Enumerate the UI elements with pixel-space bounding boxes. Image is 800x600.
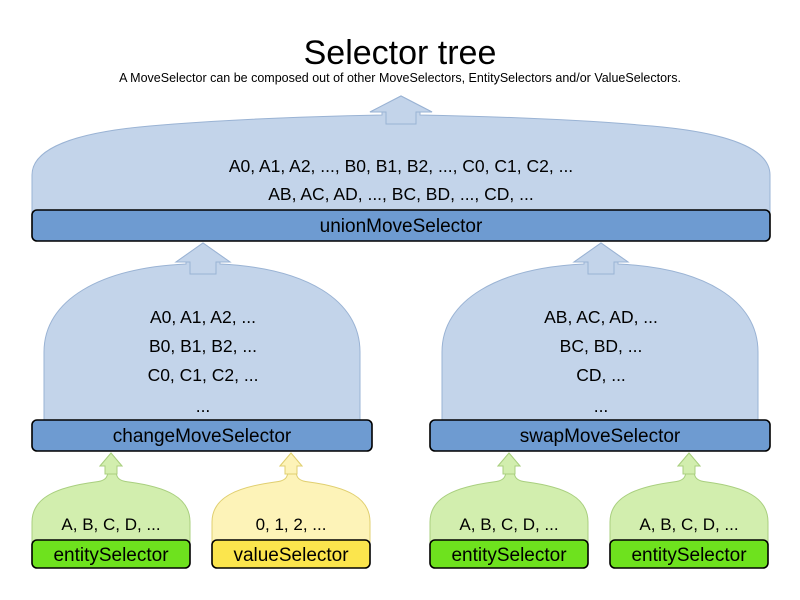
- change-cloud-line-4: ...: [196, 396, 211, 416]
- page-title: Selector tree: [304, 34, 497, 72]
- swap-label-bar[interactable]: [429, 419, 771, 452]
- swap-label-text: swapMoveSelector: [520, 426, 681, 447]
- swap-arrow-head-icon: [572, 242, 630, 275]
- swap-cloud-line-4: ...: [594, 396, 609, 416]
- change-label-bar[interactable]: [31, 419, 373, 452]
- change-cloud-line-2: B0, B1, B2, ...: [149, 336, 257, 356]
- leaf-4-line: A, B, C, D, ...: [639, 515, 738, 534]
- leaf-2-label-text: valueSelector: [233, 545, 349, 566]
- leaf-1-label-text: entitySelector: [53, 545, 169, 566]
- union-cloud-line-2: AB, AC, AD, ..., BC, BD, ..., CD, ...: [268, 184, 533, 204]
- leaf-4-label-text: entitySelector: [631, 545, 747, 566]
- swap-cloud-line-2: BC, BD, ...: [560, 336, 643, 356]
- node-union-move-selector[interactable]: A0, A1, A2, ..., B0, B1, B2, ..., C0, C1…: [31, 95, 771, 242]
- swap-cloud-line-3: CD, ...: [576, 365, 626, 385]
- node-leaf-entity-selector-2[interactable]: A, B, C, D, ... entitySelector: [429, 452, 589, 569]
- leaf-1-label-bar[interactable]: [31, 539, 191, 569]
- node-change-move-selector[interactable]: A0, A1, A2, ... B0, B1, B2, ... C0, C1, …: [31, 242, 373, 452]
- leaf-2-label-bar[interactable]: [211, 539, 371, 569]
- node-leaf-entity-selector-3[interactable]: A, B, C, D, ... entitySelector: [609, 452, 769, 569]
- union-label-text: unionMoveSelector: [320, 216, 483, 237]
- swap-cloud-line-1: AB, AC, AD, ...: [544, 307, 658, 327]
- change-label-text: changeMoveSelector: [113, 426, 292, 447]
- leaf-4-label-bar[interactable]: [609, 539, 769, 569]
- change-cloud-line-1: A0, A1, A2, ...: [150, 307, 256, 327]
- leaf-1-line: A, B, C, D, ...: [61, 515, 160, 534]
- leaf-4-arrow-head-icon: [676, 452, 702, 475]
- leaf-2-line: 0, 1, 2, ...: [256, 515, 327, 534]
- node-swap-move-selector[interactable]: AB, AC, AD, ... BC, BD, ... CD, ... ... …: [429, 242, 771, 452]
- node-leaf-value-selector[interactable]: 0, 1, 2, ... valueSelector: [211, 452, 371, 569]
- leaf-3-arrow-head-icon: [496, 452, 522, 475]
- leaf-1-arrow-head-icon: [98, 452, 124, 475]
- union-cloud-line-1: A0, A1, A2, ..., B0, B1, B2, ..., C0, C1…: [229, 156, 573, 176]
- change-cloud-line-3: C0, C1, C2, ...: [148, 365, 259, 385]
- page-subtitle: A MoveSelector can be composed out of ot…: [119, 71, 681, 85]
- leaf-2-arrow-head-icon: [278, 452, 304, 475]
- node-leaf-entity-selector-1[interactable]: A, B, C, D, ... entitySelector: [31, 452, 191, 569]
- union-arrow-head-icon: [369, 95, 433, 125]
- leaf-3-label-text: entitySelector: [451, 545, 567, 566]
- change-arrow-head-icon: [174, 242, 232, 275]
- leaf-3-label-bar[interactable]: [429, 539, 589, 569]
- leaf-3-line: A, B, C, D, ...: [459, 515, 558, 534]
- union-label-bar[interactable]: [31, 209, 771, 242]
